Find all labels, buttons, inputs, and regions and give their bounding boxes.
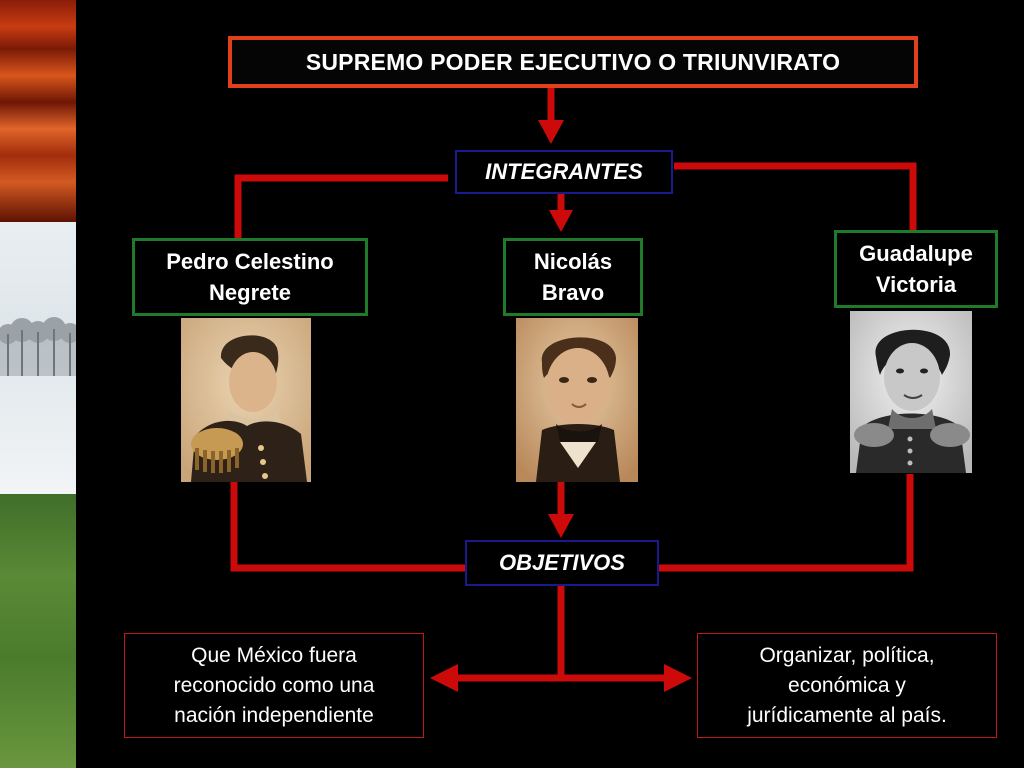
sunset-sky-image xyxy=(0,0,76,222)
decorative-photo-strip xyxy=(0,0,80,768)
goal-text-line2: económica y xyxy=(788,673,906,697)
arrowhead-down-integrantes xyxy=(538,120,564,144)
line-negrete-to-objetivos xyxy=(230,482,465,572)
arrowhead-left-goal xyxy=(430,664,458,692)
member-box-victoria: Guadalupe Victoria xyxy=(834,230,998,308)
member-name-line1: Pedro Celestino xyxy=(166,249,334,274)
member-name-line2: Negrete xyxy=(209,280,291,305)
member-name-line2: Bravo xyxy=(541,280,605,305)
trees-icon xyxy=(0,317,80,376)
member-name-line1: Guadalupe xyxy=(859,241,973,266)
line-victoria-to-objetivos xyxy=(659,474,914,572)
arrowhead-down-objetivos xyxy=(548,514,574,538)
goal-text-line3: nación independiente xyxy=(174,703,374,727)
member-box-negrete: Pedro Celestino Negrete xyxy=(132,238,368,316)
goal-text-line1: Organizar, política, xyxy=(759,643,935,667)
goal-text-line3: jurídicamente al país. xyxy=(747,703,947,727)
arrowhead-down-bravo xyxy=(549,210,573,232)
green-field-image xyxy=(0,494,76,768)
objetivos-box: OBJETIVOS xyxy=(465,540,659,586)
goal-box-recognition: Que México fuera reconocido como una nac… xyxy=(124,633,424,738)
integrantes-box: INTEGRANTES xyxy=(455,150,673,194)
line-integrantes-to-victoria xyxy=(674,162,917,230)
arrowhead-right-goal xyxy=(664,664,692,692)
member-box-bravo: Nicolás Bravo xyxy=(503,238,643,316)
member-name-line1: Nicolás xyxy=(533,249,613,274)
portrait-bravo xyxy=(516,318,638,482)
snowy-trees-image xyxy=(0,222,80,494)
member-name-line2: Victoria xyxy=(875,272,957,297)
diagram-title: SUPREMO PODER EJECUTIVO O TRIUNVIRATO xyxy=(228,36,918,88)
goal-box-organize: Organizar, política, económica y jurídic… xyxy=(697,633,997,738)
diagram-title-text: SUPREMO PODER EJECUTIVO O TRIUNVIRATO xyxy=(305,48,841,75)
goal-text-line1: Que México fuera xyxy=(191,643,357,667)
integrantes-label: INTEGRANTES xyxy=(485,159,643,184)
objetivos-label: OBJETIVOS xyxy=(499,550,625,575)
portrait-victoria xyxy=(850,311,972,473)
portrait-negrete xyxy=(181,318,311,482)
line-integrantes-to-negrete xyxy=(234,174,448,240)
goal-text-line2: reconocido como una xyxy=(173,673,375,697)
